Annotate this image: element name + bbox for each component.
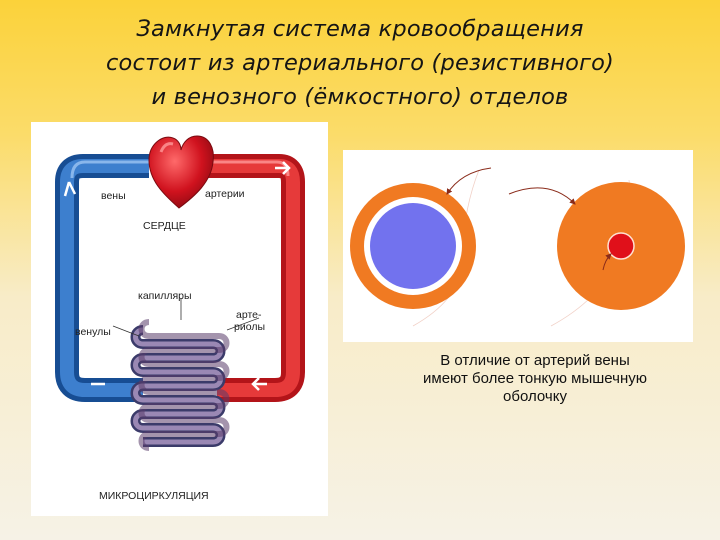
label-capillaries: капилляры [138, 290, 192, 302]
label-heart: СЕРДЦЕ [143, 220, 186, 232]
capillary-bed [130, 319, 230, 451]
label-venules: венулы [75, 326, 111, 338]
artery-lumen-arrow-icon [602, 253, 612, 271]
cross-sections-graphic [350, 167, 685, 327]
label-microcirculation: МИКРОЦИРКУЛЯЦИЯ [99, 490, 209, 502]
arterioles-pointer [226, 317, 260, 331]
title-line-1: Замкнутая система кровообращения [136, 16, 584, 42]
label-veins: вены [101, 190, 126, 202]
caption-line-2: имеют более тонкую мышечную [423, 370, 647, 387]
vein-flow-arrow-icon [63, 181, 77, 197]
title-line-2: состоит из артериального (резистивного) [105, 50, 615, 76]
artery-lumen [607, 232, 635, 260]
label-arterioles-line-1: арте- [236, 309, 262, 321]
heart-icon [148, 135, 214, 209]
vessel-cross-sections [343, 150, 693, 342]
circulation-diagram: вены артерии СЕРДЦЕ капилляры арте- риол… [31, 122, 328, 516]
artery-flow-arrow-icon [275, 161, 291, 175]
artery-wall-arrow-icon [508, 187, 576, 205]
caption-line-3: оболочку [503, 388, 567, 405]
caption-line-1: В отличие от артерий вены [440, 352, 630, 369]
comparison-caption: В отличие от артерий вены имеют более то… [380, 352, 690, 406]
vein-wall-arrow-icon [446, 167, 492, 195]
title-line-3: и венозного (ёмкостного) отделов [151, 84, 569, 110]
vein-lumen [370, 203, 456, 289]
label-arteries: артерии [205, 188, 245, 200]
label-arterioles-line-2: риолы [234, 321, 265, 333]
slide-title: Замкнутая система кровообращения состоит… [40, 12, 680, 114]
circulation-diagram-graphic [55, 135, 305, 451]
vein-vessel [55, 154, 149, 402]
venules-pointer [112, 325, 140, 337]
arteriole-flow-arrow-icon [251, 377, 267, 391]
